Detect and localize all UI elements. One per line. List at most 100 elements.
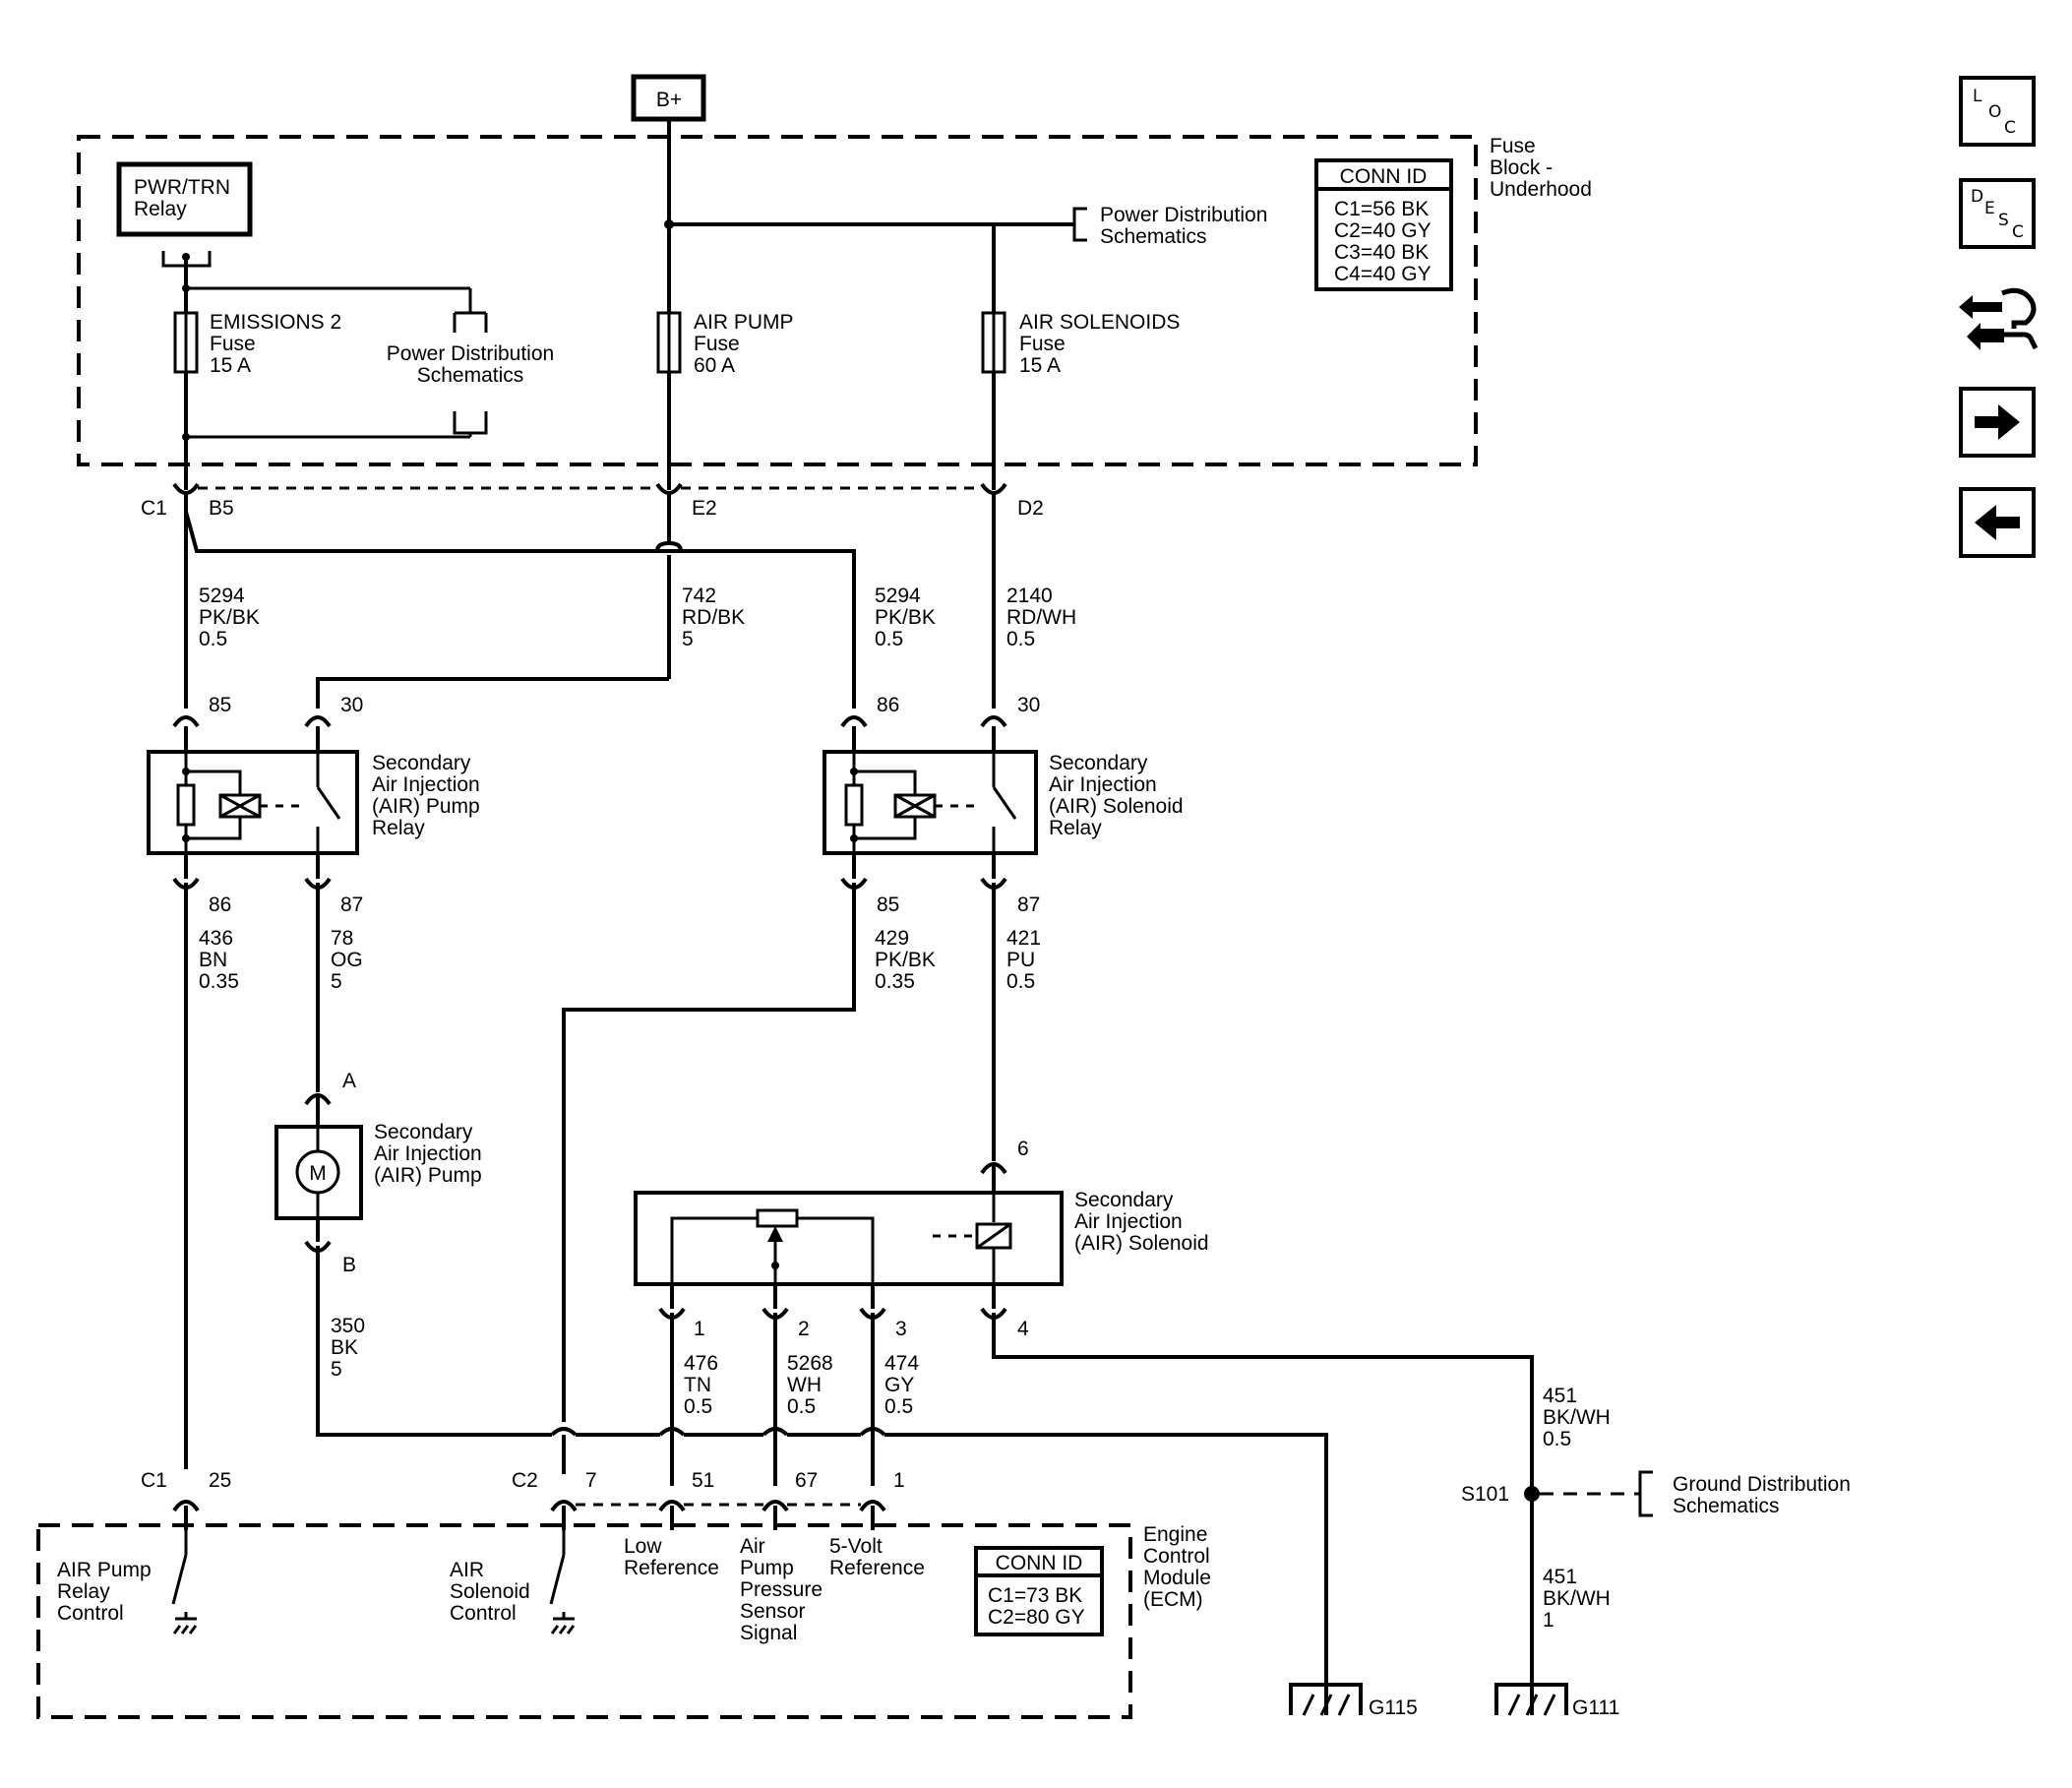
svg-text:Pump: Pump <box>740 1557 794 1579</box>
ecm-conn-id-box: CONN ID C1=73 BK C2=80 GY <box>974 1546 1104 1636</box>
wire-474-label: 474 GY 0.5 <box>884 1352 919 1418</box>
svg-text:Air Injection: Air Injection <box>372 773 480 796</box>
ecm-pump-control-label: AIR Pump Relay Control <box>57 1559 152 1625</box>
svg-text:Ground Distribution: Ground Distribution <box>1673 1473 1851 1496</box>
ground-distribution-reference: Ground Distribution Schematics <box>1638 1470 1851 1517</box>
svg-text:A: A <box>342 1070 356 1092</box>
arrow-right-icon <box>1975 404 2020 440</box>
svg-text:(AIR) Pump: (AIR) Pump <box>372 795 480 818</box>
svg-text:PK/BK: PK/BK <box>199 606 260 629</box>
svg-text:Relay: Relay <box>1049 817 1102 839</box>
air-pump-motor: A M B Secondary Air Injection (AIR) Pump <box>274 1070 482 1276</box>
svg-text:BK: BK <box>331 1336 358 1359</box>
svg-text:451: 451 <box>1543 1566 1577 1588</box>
splice-s101: S101 <box>1461 1483 1640 1506</box>
connector-view-button[interactable] <box>1953 279 2042 360</box>
svg-text:Relay: Relay <box>372 817 425 839</box>
svg-text:Schematics: Schematics <box>417 364 524 387</box>
svg-text:C2=80 GY: C2=80 GY <box>988 1606 1085 1629</box>
svg-text:1: 1 <box>694 1318 705 1340</box>
svg-text:C2: C2 <box>512 1469 538 1492</box>
svg-text:BN: BN <box>199 949 227 971</box>
svg-text:0.5: 0.5 <box>787 1395 816 1418</box>
svg-text:Fuse: Fuse <box>210 333 256 355</box>
ecm-outline <box>36 1523 1132 1719</box>
wire-451-a-label: 451 BK/WH 0.5 <box>1543 1385 1611 1450</box>
svg-text:Control: Control <box>450 1602 517 1625</box>
svg-text:B+: B+ <box>656 89 682 111</box>
svg-text:Air: Air <box>740 1535 765 1558</box>
ground-g111: G111 <box>1494 1683 1619 1719</box>
power-dist-ref-top-label: Power Distribution Schematics <box>1100 204 1273 248</box>
wire-5268-label: 5268 WH 0.5 <box>787 1352 833 1418</box>
svg-text:E: E <box>1984 199 1995 218</box>
wire-78-label: 78 OG 5 <box>331 927 363 993</box>
svg-text:C1=73 BK: C1=73 BK <box>988 1584 1082 1607</box>
svg-text:Sensor: Sensor <box>740 1600 806 1623</box>
svg-text:5: 5 <box>682 628 694 650</box>
svg-text:85: 85 <box>877 894 899 916</box>
ground-g115: G115 <box>1289 1683 1418 1719</box>
ecm-c1-connector: C1 25 <box>141 1469 231 1512</box>
pwr-trn-relay: PWR/TRN Relay <box>116 161 253 237</box>
svg-text:4: 4 <box>1017 1318 1029 1340</box>
svg-text:B5: B5 <box>209 497 234 520</box>
svg-text:PK/BK: PK/BK <box>875 949 936 971</box>
svg-text:5268: 5268 <box>787 1352 833 1375</box>
svg-text:L: L <box>1973 87 1982 106</box>
svg-text:TN: TN <box>684 1374 711 1396</box>
air-solenoids-fuse: AIR SOLENOIDS Fuse 15 A <box>981 297 1180 377</box>
wire-476-label: 476 TN 0.5 <box>684 1352 718 1418</box>
svg-text:Power Distribution: Power Distribution <box>387 342 554 365</box>
svg-text:0.5: 0.5 <box>875 628 903 650</box>
svg-text:Secondary: Secondary <box>1049 752 1148 774</box>
svg-text:0.5: 0.5 <box>1543 1428 1571 1450</box>
svg-text:B: B <box>342 1254 356 1276</box>
back-button[interactable] <box>1959 487 2036 558</box>
air-pump-fuse: AIR PUMP Fuse 60 A <box>656 297 794 377</box>
svg-text:1: 1 <box>893 1469 905 1492</box>
svg-text:51: 51 <box>692 1469 714 1492</box>
ecm-sensor-signal-label: Air Pump Pressure Sensor Signal <box>740 1535 823 1644</box>
svg-text:87: 87 <box>1017 894 1040 916</box>
loc-button[interactable]: L O C <box>1959 76 2036 147</box>
wire-350-label: 350 BK 5 <box>331 1315 365 1381</box>
desc-button[interactable]: D E S C <box>1959 178 2036 249</box>
svg-text:60 A: 60 A <box>694 354 735 377</box>
desc-icon: D E S C <box>1971 187 2024 242</box>
wire-5294-a-label: 5294 PK/BK 0.5 <box>199 585 260 650</box>
svg-text:87: 87 <box>340 894 363 916</box>
wire-421-label: 421 PU 0.5 <box>1006 927 1041 993</box>
svg-text:85: 85 <box>209 694 231 716</box>
svg-text:5: 5 <box>331 1358 342 1381</box>
svg-text:G115: G115 <box>1369 1696 1418 1719</box>
svg-text:S101: S101 <box>1461 1483 1509 1506</box>
svg-text:25: 25 <box>209 1469 231 1492</box>
svg-text:WH: WH <box>787 1374 822 1396</box>
svg-text:G111: G111 <box>1572 1696 1619 1719</box>
wire-429-label: 429 PK/BK 0.35 <box>875 927 936 993</box>
svg-text:PWR/TRN: PWR/TRN <box>134 176 230 199</box>
svg-text:PK/BK: PK/BK <box>875 606 936 629</box>
svg-text:7: 7 <box>585 1469 597 1492</box>
svg-text:30: 30 <box>1017 694 1040 716</box>
svg-text:5294: 5294 <box>199 585 245 607</box>
ecm-pump-relay-control-driver <box>171 1530 198 1634</box>
svg-text:AIR Pump: AIR Pump <box>57 1559 152 1581</box>
svg-text:CONN ID: CONN ID <box>1340 165 1428 188</box>
svg-text:2140: 2140 <box>1006 585 1053 607</box>
fuse-block-conn-id-box: CONN ID C1=56 BK C2=40 GY C3=40 BK C4=40… <box>1314 158 1453 291</box>
svg-text:RD/WH: RD/WH <box>1006 606 1076 629</box>
svg-text:30: 30 <box>340 694 363 716</box>
air-pump-relay: 85 30 86 87 Secondary Air Injection (AIR… <box>147 694 480 916</box>
emissions-2-fuse: EMISSIONS 2 Fuse 15 A <box>173 311 341 377</box>
svg-text:EMISSIONS 2: EMISSIONS 2 <box>210 311 341 334</box>
svg-text:OG: OG <box>331 949 363 971</box>
svg-text:0.5: 0.5 <box>1006 628 1035 650</box>
svg-text:5: 5 <box>331 970 342 993</box>
next-button[interactable] <box>1959 387 2036 458</box>
svg-text:C3=40 BK: C3=40 BK <box>1334 241 1429 264</box>
fuse-block-outline <box>77 135 1478 466</box>
svg-text:(AIR) Pump: (AIR) Pump <box>374 1164 482 1187</box>
